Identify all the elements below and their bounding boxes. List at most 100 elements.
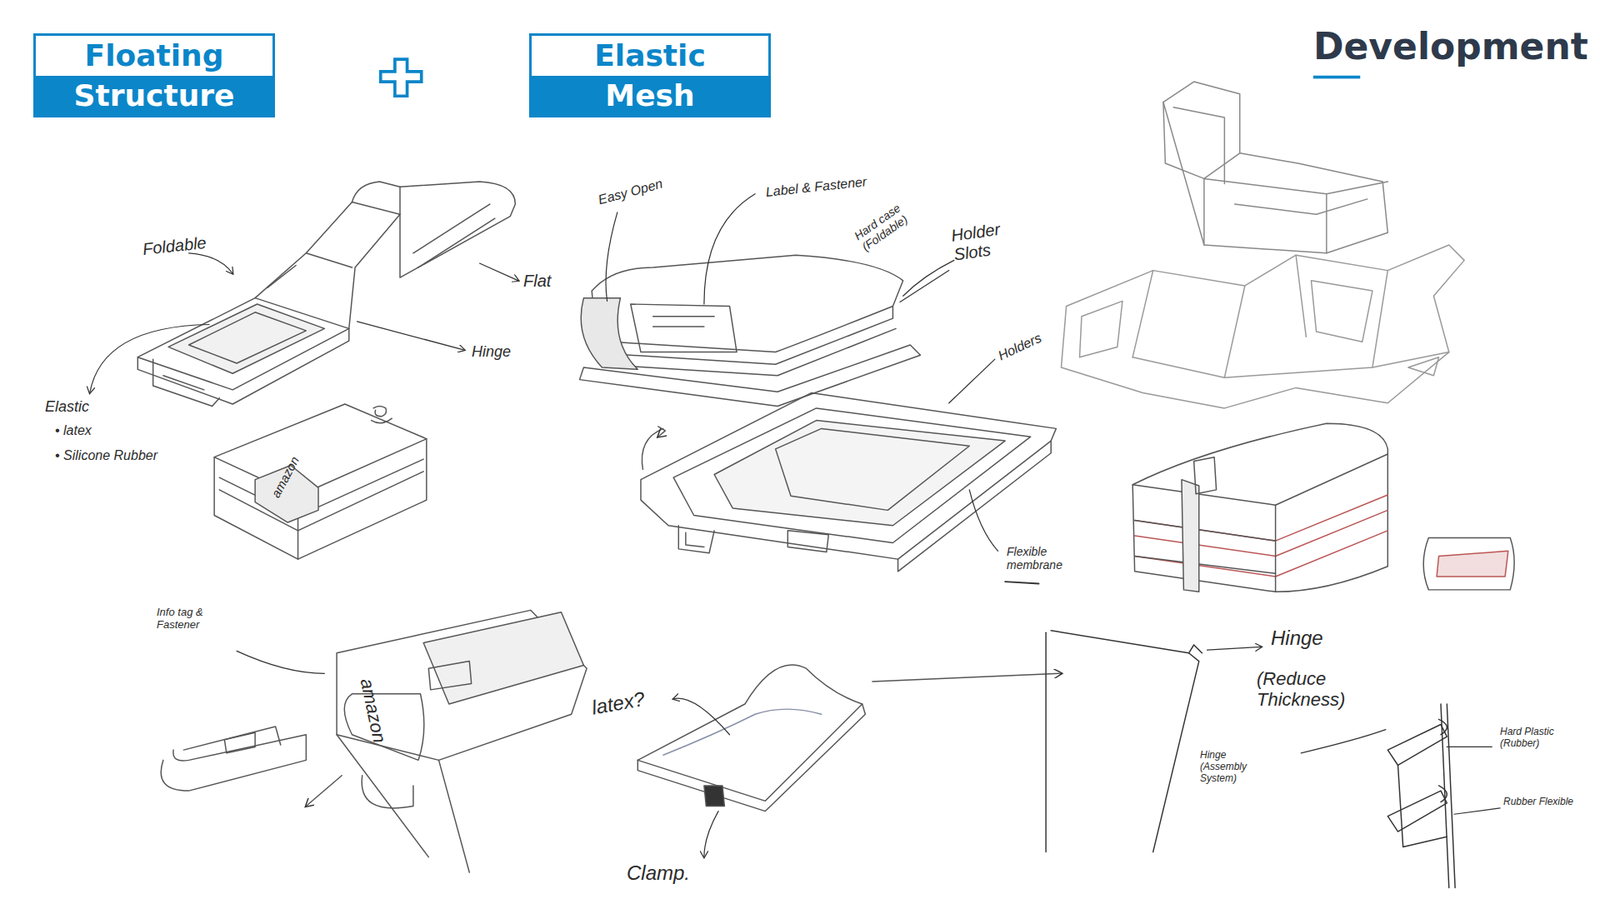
band-sketch [160,610,587,873]
handwritten-note: Rubber Flexible [1503,796,1579,809]
handwritten-note: latex? [590,687,647,720]
holder-tray-sketch [787,530,829,553]
stacked-case-sketch [1194,457,1217,495]
brand-text: amazon [355,676,390,745]
leader-line [704,194,755,305]
leader-line [673,698,730,735]
hard-case-sketch [580,345,921,406]
open-box-sketch [1173,107,1225,185]
leader-line [480,263,520,281]
sketch-illustration [90,81,1515,888]
handwritten-note: Foldable [141,233,208,260]
amazon-box-sketch [219,459,424,531]
handwritten-note: Flexible membrane [1006,545,1086,572]
hard-case-sketch [580,255,921,406]
foldable-case-sketch [255,202,400,330]
page-title: Development [1313,25,1589,68]
hinge-detail-sketch [1387,725,1447,766]
hard-case-sketch [591,255,903,352]
latex-bulge-sketch [637,665,1061,812]
leader-line [903,260,955,296]
handwritten-note: Clamp. [626,861,690,885]
band-heading: Floating [33,33,275,76]
hinge-detail-sketch [1387,704,1455,888]
foldable-case-sketch [413,204,495,268]
handwritten-note: Info tag & Fastener [156,606,224,632]
foldable-case-sketch [400,181,515,278]
leader-line [949,359,995,404]
leader-line [236,650,325,674]
handwritten-note: Elastic [45,398,90,416]
open-box-sketch [1163,81,1388,254]
handwritten-note: (Reduce Thickness) [1256,668,1407,711]
leader-line [90,194,1500,858]
band-sketch [224,732,255,753]
band-sketch [361,775,414,809]
leader-line [969,490,998,551]
band-sketch [336,610,587,760]
handwritten-note: Holder Slots [950,217,1022,265]
holder-tray-sketch [714,420,1005,526]
foldable-case-sketch [305,253,352,268]
unfolded-net-sketch [1408,357,1440,376]
title-band-box: FloatingStructure [33,33,275,118]
handwritten-note: Flat [523,271,551,291]
plus-symbol [380,59,422,96]
foldable-case-sketch [189,312,307,364]
handwritten-note: Hinge [471,343,511,361]
latex-bulge-sketch [872,673,1062,682]
unfolded-net-sketch [1132,352,1450,379]
stacked-case-sketch [1132,423,1388,592]
hinge-detail-sketch [1398,765,1448,847]
band-sketch [160,735,306,791]
handwritten-note: Hinge (Assembly System) [1200,750,1275,785]
band-sketch [305,775,342,807]
latex-bulge-sketch [637,704,865,812]
holder-tray-sketch [678,525,715,554]
pill-sketch [1423,537,1515,590]
title-band-box: ElasticMesh [529,33,771,118]
band-sketch [428,661,471,690]
band-heading: Elastic [529,33,771,76]
foldable-case-sketch [351,181,400,215]
leader-line [357,321,465,350]
open-box-sketch [1163,81,1388,254]
amazon-box-sketch [214,404,427,560]
leader-line [605,212,618,302]
band-subheading: Structure [33,75,275,118]
amazon-box-sketch [371,405,392,423]
amazon-box-sketch [214,439,427,560]
handwritten-note: • latex [55,423,92,439]
foldable-case-sketch [137,181,515,406]
leader-line [1446,746,1492,748]
foldable-case-sketch [153,359,220,406]
unfolded-net-sketch [1310,280,1372,342]
hinge-corner-sketch [1045,630,1202,853]
hinge-detail-sketch [1439,719,1448,802]
latex-bulge-sketch [663,709,822,755]
holder-tray-sketch [673,408,1031,544]
holder-tray-sketch [640,393,1056,560]
hard-case-sketch [630,304,737,353]
open-box-sketch [1235,199,1368,215]
stacked-case-sketch [1132,423,1388,592]
foldable-case-sketch [168,304,325,374]
plus-symbol [380,59,422,96]
unfolded-net-sketch [1080,300,1123,357]
leader-line [189,253,234,274]
handwritten-note: Hinge [1270,626,1324,650]
handwritten-note: Hard case (Foldable) [851,184,935,255]
handwritten-note: • Silicone Rubber [55,448,158,464]
handwritten-note: Label & Fastener [765,174,868,200]
band-sketch [423,612,584,705]
unfolded-net-sketch [1060,245,1465,409]
hard-case-sketch [580,298,638,370]
open-box-sketch [1163,102,1240,180]
leader-line [1454,808,1500,815]
band-sketch [336,735,470,873]
holder-tray-sketch [775,428,970,510]
leader-line [900,270,950,303]
holder-tray-sketch [641,426,665,470]
unfolded-net-sketch [1060,245,1465,409]
stacked-case-sketch [1275,505,1276,592]
